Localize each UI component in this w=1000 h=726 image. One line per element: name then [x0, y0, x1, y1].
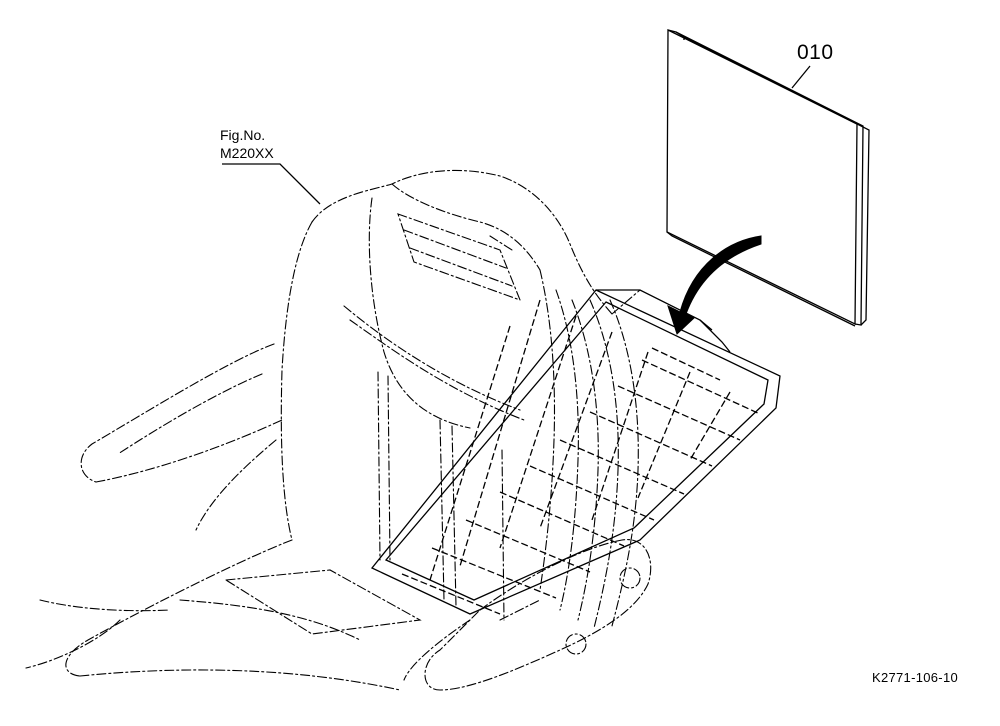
fig-number-label: Fig.No. [220, 127, 266, 143]
leader-line-010 [791, 65, 811, 89]
seat-outline [25, 169, 639, 691]
guide-line [611, 289, 641, 315]
curved-arrow-icon [667, 235, 762, 335]
panel-part-010 [666, 28, 870, 327]
seat-frame [370, 289, 781, 615]
part-number-label: 010 [797, 41, 834, 64]
recliner-mechanism [403, 539, 652, 691]
leader-line-fig [222, 163, 321, 205]
drawing-code: K2771-106-10 [872, 670, 958, 685]
fig-number-value: M220XX [220, 145, 274, 161]
